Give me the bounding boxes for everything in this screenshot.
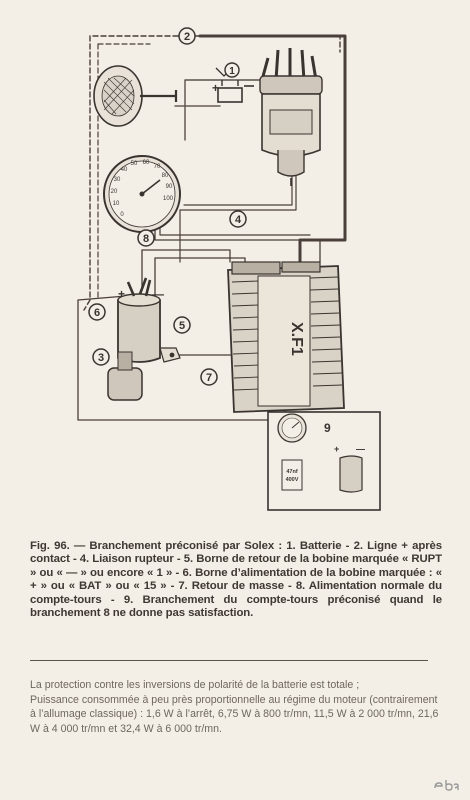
svg-text:80: 80	[162, 173, 169, 179]
wire-6-loop	[77, 295, 271, 421]
svg-text:3: 3	[98, 352, 104, 364]
svg-text:20: 20	[111, 189, 118, 195]
svg-text:400V: 400V	[286, 477, 299, 483]
label-7: 7	[200, 368, 218, 386]
xf1-module: X.F1	[227, 261, 345, 413]
body-text: La protection contre les inversions de p…	[30, 678, 442, 736]
wire-distributor-left	[184, 79, 263, 141]
wire-5-return	[154, 257, 246, 296]
label-3: 3	[92, 348, 110, 366]
label-4: 4	[229, 210, 247, 228]
wire-6-supply	[141, 249, 231, 291]
divider	[30, 660, 428, 661]
label-1: 1	[224, 62, 240, 78]
svg-text:6: 6	[94, 307, 100, 319]
figure-caption: Fig. 96. — Branchement préconisé par Sol…	[30, 540, 442, 620]
svg-text:0: 0	[120, 212, 124, 218]
svg-text:40: 40	[121, 167, 128, 173]
wire-4-double	[183, 165, 293, 206]
label-5: 5	[173, 316, 191, 334]
coil-minus: —	[152, 287, 164, 301]
svg-text:60: 60	[143, 160, 150, 166]
svg-text:100: 100	[163, 196, 174, 202]
svg-text:+: +	[334, 444, 339, 454]
battery: +	[212, 67, 254, 103]
wire-4-rupteur	[179, 159, 297, 263]
svg-text:8: 8	[143, 233, 149, 245]
label-9: 9	[324, 421, 331, 435]
svg-text:4: 4	[235, 214, 242, 226]
wire-key-to-distributor	[198, 34, 347, 264]
ignition-key	[93, 65, 178, 127]
label-8: 8	[137, 229, 155, 247]
svg-text:5: 5	[179, 320, 185, 332]
distributor	[259, 48, 323, 186]
label-2: 2	[178, 27, 196, 45]
svg-text:70: 70	[154, 164, 161, 170]
svg-text:47nf: 47nf	[286, 469, 297, 475]
svg-text:90: 90	[166, 184, 173, 190]
label-6: 6	[88, 303, 106, 321]
coil-plus: +	[118, 287, 125, 301]
tachometer: 0 10 20 30 40 50 60 70 80 90 100	[103, 155, 181, 233]
xf1-label: X.F1	[288, 322, 305, 356]
svg-text:50: 50	[131, 161, 138, 167]
body-line-2: Puissance consommée à peu près proportio…	[30, 693, 439, 735]
svg-text:30: 30	[114, 177, 121, 183]
svg-text:10: 10	[113, 201, 120, 207]
ignition-coil: + —	[107, 277, 181, 401]
wiring-diagram: + 1 2 0 10 20 30 40 50 60 70 80	[77, 27, 381, 511]
body-line-1: La protection contre les inversions de p…	[30, 679, 360, 691]
svg-text:1: 1	[229, 66, 235, 77]
svg-text:7: 7	[206, 372, 212, 384]
battery-plus: +	[212, 81, 219, 95]
ebay-logo: ebay	[432, 776, 462, 794]
inset-9-box: 47nf 400V + — 9	[267, 411, 381, 511]
svg-text:2: 2	[184, 31, 190, 43]
svg-text:—: —	[356, 444, 365, 454]
